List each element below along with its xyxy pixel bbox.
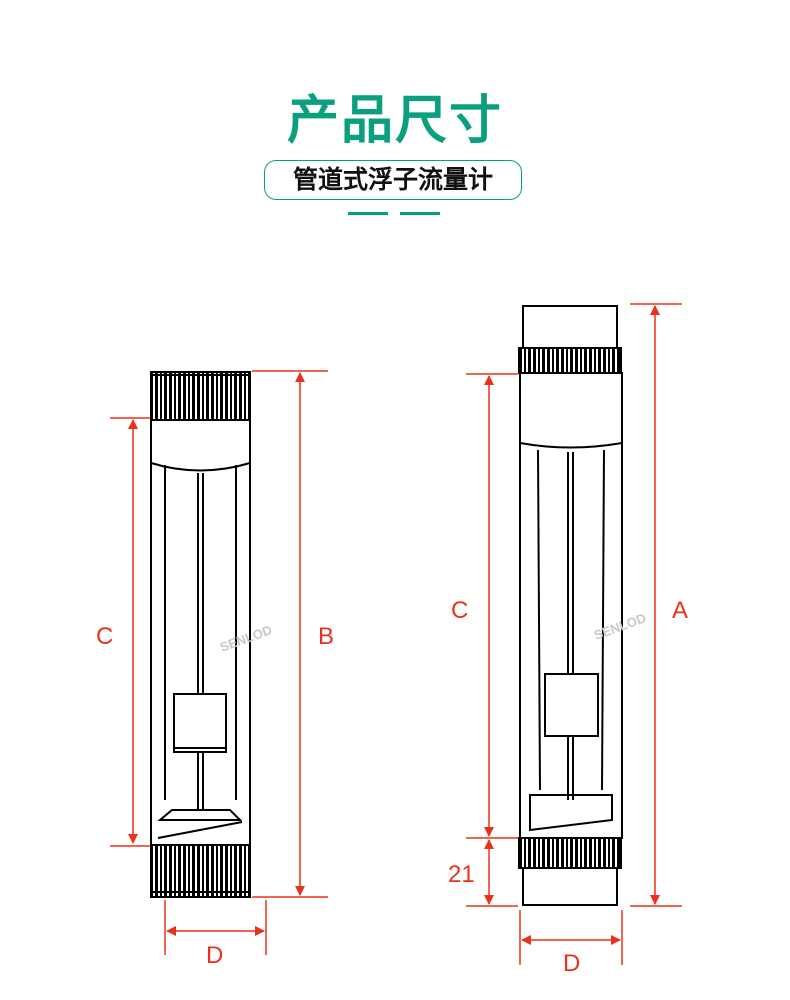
divider-left	[348, 212, 388, 215]
watermark-logo-right: SENLOD	[592, 610, 648, 643]
left-dim-label-b: B	[318, 623, 334, 650]
right-dimensions	[466, 303, 682, 965]
left-flowmeter	[150, 371, 251, 898]
right-dim-label-d: D	[563, 950, 580, 977]
left-dimensions	[110, 370, 328, 955]
right-dim-label-c: C	[451, 597, 468, 624]
watermark-logo: SENLOD	[218, 622, 274, 655]
right-flowmeter	[518, 305, 623, 906]
right-dim-label-a: A	[672, 597, 688, 624]
product-name-badge: 管道式浮子流量计	[264, 160, 522, 200]
left-dim-label-c: C	[96, 623, 113, 650]
divider-right	[400, 212, 440, 215]
page-title: 产品尺寸	[286, 91, 503, 151]
right-dim-label-21: 21	[448, 861, 475, 888]
left-dim-label-d: D	[206, 942, 223, 969]
